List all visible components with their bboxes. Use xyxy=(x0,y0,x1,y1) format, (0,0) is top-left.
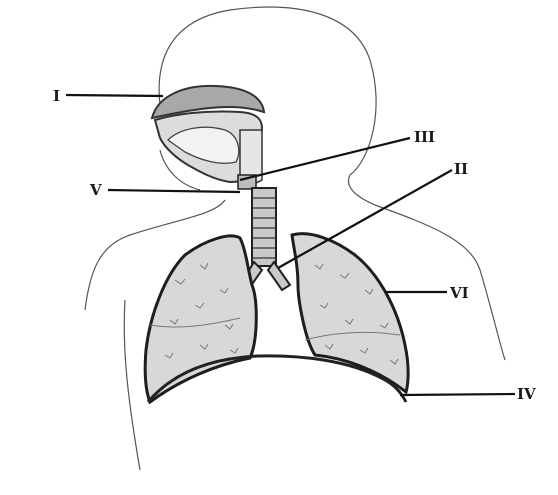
label-III: III xyxy=(414,128,435,146)
leader-line-III xyxy=(240,138,410,180)
left-arm-outline xyxy=(124,300,140,470)
label-II: II xyxy=(454,160,468,178)
leader-line-II xyxy=(278,170,452,268)
right-lung xyxy=(292,234,408,392)
leader-line-V xyxy=(108,190,240,192)
leader-line-I xyxy=(66,95,163,96)
trachea xyxy=(252,188,276,266)
label-VI: VI xyxy=(449,284,469,302)
label-IV: IV xyxy=(517,385,536,403)
label-V: V xyxy=(89,181,102,199)
leader-line-IV xyxy=(400,394,515,395)
left-lung xyxy=(145,236,256,402)
label-I: I xyxy=(53,87,60,105)
